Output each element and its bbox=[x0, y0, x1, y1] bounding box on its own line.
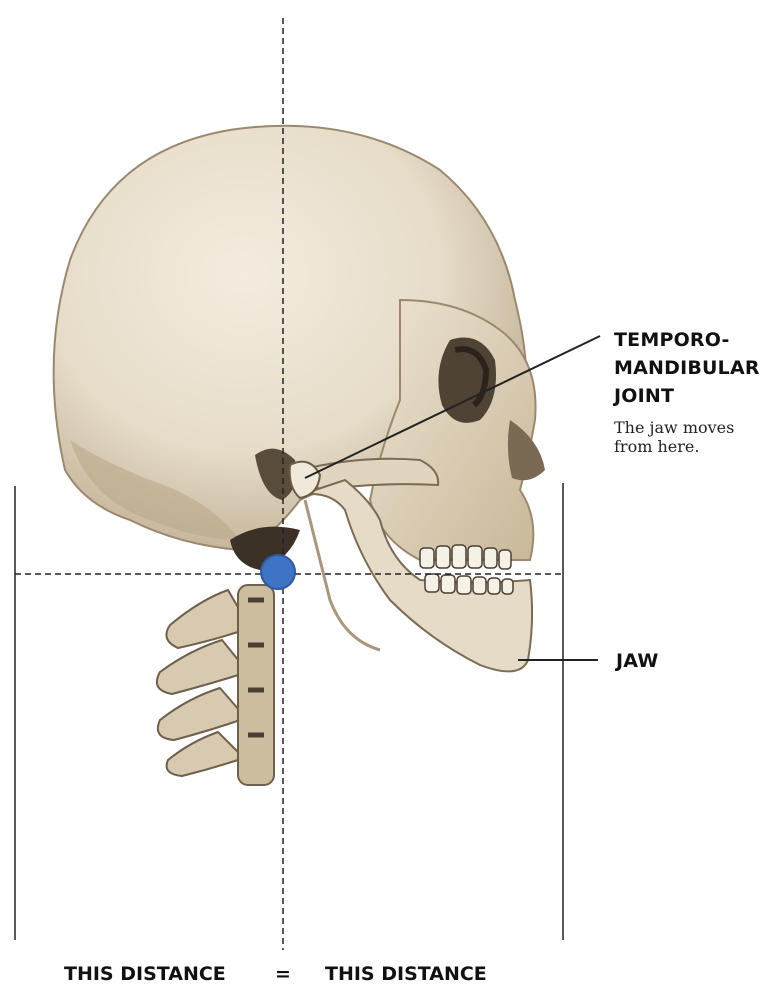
equals-sign: = bbox=[275, 963, 291, 985]
teeth bbox=[420, 545, 513, 594]
tmj-label: TEMPORO- MANDIBULAR JOINT bbox=[614, 326, 764, 410]
tmj-title-line1: TEMPORO- bbox=[614, 326, 764, 354]
skull-illustration bbox=[54, 126, 545, 785]
cervical-spine bbox=[157, 585, 274, 785]
tmj-note-line1: The jaw moves bbox=[614, 418, 764, 437]
tmj-title-line3: JOINT bbox=[614, 382, 764, 410]
tmj-note-line2: from here. bbox=[614, 437, 764, 456]
tmj-note: The jaw moves from here. bbox=[614, 418, 764, 456]
pivot-point-dot bbox=[261, 555, 295, 589]
jaw-label: JAW bbox=[616, 650, 658, 672]
distance-right-label: THIS DISTANCE bbox=[325, 963, 487, 985]
distance-left-label: THIS DISTANCE bbox=[64, 963, 226, 985]
tmj-title-line2: MANDIBULAR bbox=[614, 354, 764, 382]
